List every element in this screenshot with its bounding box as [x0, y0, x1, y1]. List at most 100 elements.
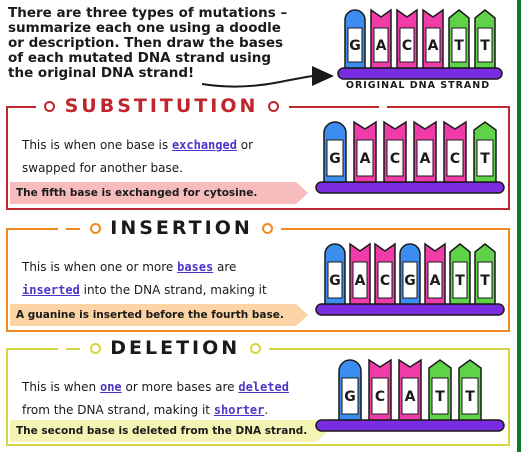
svg-text:G: G — [349, 38, 361, 54]
dna-base: T — [448, 9, 470, 69]
dna-base: A — [398, 358, 422, 421]
deletion-panel: DELETION This is when one or more bases … — [6, 336, 510, 446]
insertion-heading: INSERTION — [110, 217, 253, 239]
page-edge-stripe — [517, 0, 521, 452]
description-text: This is when — [22, 380, 100, 394]
dna-base: T — [458, 359, 482, 421]
keyword-highlight: bases — [177, 260, 214, 274]
title-rule — [288, 105, 379, 108]
svg-text:C: C — [375, 389, 385, 405]
description-text: or more bases are — [121, 380, 239, 394]
description-text: . — [264, 403, 269, 417]
keyword-highlight: deleted — [238, 380, 289, 394]
dna-backbone — [315, 419, 505, 432]
title-rule — [66, 227, 80, 230]
description-text: are — [213, 260, 237, 274]
intro-instructions: There are three types of mutations – sum… — [8, 5, 288, 81]
svg-text:T: T — [465, 389, 475, 405]
deletion-result-text: The second base is deleted from the DNA … — [16, 425, 308, 437]
dna-base: G — [344, 9, 366, 69]
dna-backbone — [337, 67, 503, 80]
substitution-result-text: The fifth base is exchanged for cytosine… — [16, 187, 258, 199]
arrow-icon — [201, 66, 334, 88]
dna-base: T — [474, 243, 496, 305]
dna-backbone — [315, 303, 505, 316]
svg-text:A: A — [376, 38, 387, 54]
dna-base: C — [368, 358, 392, 421]
insertion-description: This is when one or more bases are inser… — [22, 256, 292, 325]
dna-base: G — [338, 359, 362, 421]
description-text: This is when one base is — [22, 138, 172, 152]
substitution-title: SUBSTITUTION — [36, 94, 387, 118]
deletion-heading: DELETION — [110, 337, 241, 359]
dna-base: T — [428, 359, 452, 421]
svg-text:T: T — [480, 38, 490, 54]
title-dot-left — [44, 101, 55, 112]
title-dot-right — [249, 343, 261, 354]
insertion-result-tag: A guanine is inserted before the fourth … — [10, 304, 308, 326]
dna-base: G — [324, 243, 346, 305]
svg-text:C: C — [390, 151, 400, 167]
dna-base: C — [383, 120, 407, 183]
dna-base: G — [323, 121, 347, 183]
svg-text:C: C — [450, 151, 460, 167]
title-dot-right — [262, 223, 274, 234]
svg-text:T: T — [455, 273, 465, 289]
svg-text:G: G — [344, 389, 356, 405]
title-dot-left — [89, 223, 101, 234]
dna-base: T — [474, 9, 496, 69]
dna-base: T — [473, 121, 497, 183]
insertion-panel: INSERTION This is when one or more bases… — [6, 216, 510, 332]
dna-base: A — [370, 8, 392, 69]
description-text: into the DNA strand, making it — [79, 283, 267, 297]
substitution-heading: SUBSTITUTION — [64, 95, 259, 117]
dna-base: T — [449, 243, 471, 305]
svg-text:C: C — [402, 38, 412, 54]
insertion-result-text: A guanine is inserted before the fourth … — [16, 309, 284, 321]
dna-base: A — [353, 120, 377, 183]
title-dot-left — [89, 343, 101, 354]
dna-base: C — [374, 242, 396, 305]
deletion-description: This is when one or more bases are delet… — [22, 376, 292, 422]
svg-text:A: A — [360, 151, 371, 167]
svg-text:G: G — [329, 273, 341, 289]
svg-text:G: G — [329, 151, 341, 167]
svg-text:A: A — [405, 389, 416, 405]
dna-base: A — [349, 242, 371, 305]
keyword-highlight: one — [99, 380, 122, 394]
svg-text:T: T — [480, 273, 490, 289]
keyword-highlight: inserted — [22, 283, 80, 297]
substitution-result-tag: The fifth base is exchanged for cytosine… — [10, 182, 308, 204]
original-dna-caption: ORIGINAL DNA STRAND — [345, 80, 491, 91]
svg-text:A: A — [355, 273, 366, 289]
insertion-title: INSERTION — [58, 216, 282, 240]
dna-base: G — [399, 243, 421, 305]
deletion-result-tag: The second base is deleted from the DNA … — [10, 420, 328, 442]
dna-base: C — [443, 120, 467, 183]
dna-base: A — [422, 8, 444, 69]
substitution-description: This is when one base is exchanged or sw… — [22, 134, 292, 180]
dna-backbone — [315, 181, 505, 194]
svg-text:G: G — [404, 273, 416, 289]
svg-text:T: T — [480, 151, 490, 167]
deletion-title: DELETION — [58, 336, 269, 360]
dna-base: A — [424, 242, 446, 305]
dna-base: A — [413, 120, 437, 183]
description-text: This is when one or more — [22, 260, 178, 274]
substitution-panel: SUBSTITUTION This is when one base is ex… — [6, 94, 510, 210]
description-text: from the DNA strand, making it — [22, 403, 214, 417]
svg-text:A: A — [420, 151, 431, 167]
svg-text:A: A — [430, 273, 441, 289]
title-dot-right — [268, 101, 280, 112]
keyword-highlight: exchanged — [171, 138, 237, 152]
svg-text:T: T — [454, 38, 464, 54]
svg-text:A: A — [428, 38, 439, 54]
description-text: or swapped for another base. — [22, 138, 254, 175]
title-rule — [66, 347, 80, 350]
svg-text:T: T — [435, 389, 445, 405]
keyword-highlight: shorter — [213, 403, 265, 417]
